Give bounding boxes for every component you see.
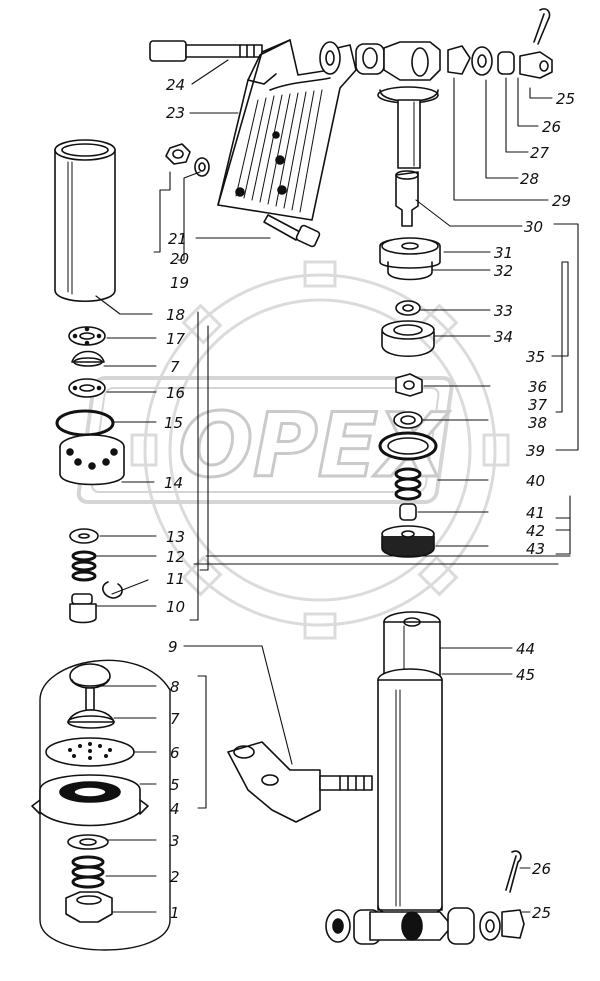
label-38: 38: [528, 414, 547, 432]
part-43-base: [381, 525, 435, 558]
label-40: 40: [526, 472, 545, 490]
label-24: 24: [166, 76, 185, 94]
label-32: 32: [494, 262, 513, 280]
part-34-seat: [381, 320, 435, 358]
label-30: 30: [524, 218, 543, 236]
label-16: 16: [166, 384, 185, 402]
label-21: 21: [168, 230, 187, 248]
label-26-top: 26: [542, 118, 561, 136]
part-16-bearing: [68, 378, 106, 398]
label-5: 5: [170, 776, 180, 794]
label-41: 41: [526, 504, 545, 522]
label-11: 11: [166, 570, 185, 588]
label-1: 1: [170, 904, 180, 922]
label-31: 31: [494, 244, 513, 262]
label-3: 3: [170, 832, 180, 850]
label-14: 14: [164, 474, 183, 492]
label-19: 19: [170, 274, 189, 292]
part-6-disc: [45, 737, 135, 767]
label-33: 33: [494, 302, 513, 320]
part-31-cap: [379, 237, 441, 281]
part-14-housing: [59, 434, 125, 486]
part-29-shaft-eye: [319, 41, 441, 169]
lower-eye-assembly: [325, 907, 501, 945]
part-11-circlip: [102, 581, 123, 599]
part-39-ring: [378, 431, 438, 461]
label-6: 6: [170, 744, 180, 762]
part-1-nut: [65, 891, 113, 923]
part-24-bolt: [149, 40, 263, 62]
part-23-bracket: [217, 39, 357, 221]
part-7-seal-upper: [71, 350, 105, 367]
part-41-plug: [399, 503, 417, 521]
label-2: 2: [170, 868, 180, 886]
part-25-castle-nut: [519, 51, 553, 79]
label-15: 15: [164, 414, 183, 432]
part-33-ring: [395, 300, 421, 316]
part-12-spring: [71, 550, 97, 582]
part-5-hub: [31, 774, 149, 827]
watermark: OPEX: [76, 260, 510, 640]
part-30-pin: [395, 170, 419, 227]
part-17-bearing: [68, 326, 106, 346]
leader-lines: [95, 59, 579, 913]
part-19-nut: [165, 143, 191, 165]
label-17: 17: [166, 330, 186, 348]
label-18: 18: [166, 306, 185, 324]
label-4: 4: [170, 800, 180, 818]
label-25-lower: 25: [532, 904, 551, 922]
label-29: 29: [552, 192, 571, 210]
label-39: 39: [526, 442, 545, 460]
part-45-body: [377, 668, 443, 918]
part-15-ring: [55, 409, 115, 437]
assembly-frame: [39, 659, 171, 951]
label-7-lower: 7: [170, 710, 180, 728]
label-27: 27: [530, 144, 550, 162]
part-3-washer: [67, 834, 109, 850]
label-10: 10: [166, 598, 185, 616]
part-28-bushing: [447, 45, 493, 76]
label-20: 20: [170, 250, 189, 268]
part-26-cotter-pin: [533, 8, 551, 45]
part-2-spring: [71, 855, 105, 889]
part-10-valve: [69, 593, 97, 624]
label-7-upper: 7: [170, 358, 180, 376]
part-labels: 24 23 20 19 21 18 25 26 27 28 29 30 31 3…: [164, 76, 575, 922]
label-35: 35: [526, 348, 545, 366]
part-40-spring: [394, 467, 422, 501]
label-26-lower: 26: [532, 860, 551, 878]
gear-watermark-icon: [130, 260, 510, 640]
label-13: 13: [166, 528, 185, 546]
label-28: 28: [520, 170, 539, 188]
part-13-washer: [69, 528, 99, 544]
part-8-bolt-head: [69, 663, 111, 711]
label-12: 12: [166, 548, 185, 566]
label-37: 37: [528, 396, 548, 414]
label-34: 34: [494, 328, 513, 346]
label-25-top: 25: [556, 90, 575, 108]
label-8: 8: [170, 678, 180, 696]
part-36-nut: [395, 373, 423, 397]
part-20-washer: [194, 157, 210, 177]
label-44: 44: [516, 640, 535, 658]
label-9: 9: [168, 638, 178, 656]
label-42: 42: [526, 522, 545, 540]
part-27-washer: [497, 51, 515, 75]
part-21-bolt: [263, 214, 321, 248]
part-26-lower-cotter-pin: [505, 850, 522, 893]
label-36: 36: [528, 378, 547, 396]
part-9-lever: [227, 741, 373, 823]
part-38-washer: [393, 411, 423, 429]
label-43: 43: [526, 540, 545, 558]
label-45: 45: [516, 666, 535, 684]
part-25-lower-castle-nut: [501, 909, 525, 939]
part-18-sleeve: [54, 139, 116, 303]
label-23: 23: [166, 104, 185, 122]
part-7-seal-lower: [67, 709, 115, 729]
